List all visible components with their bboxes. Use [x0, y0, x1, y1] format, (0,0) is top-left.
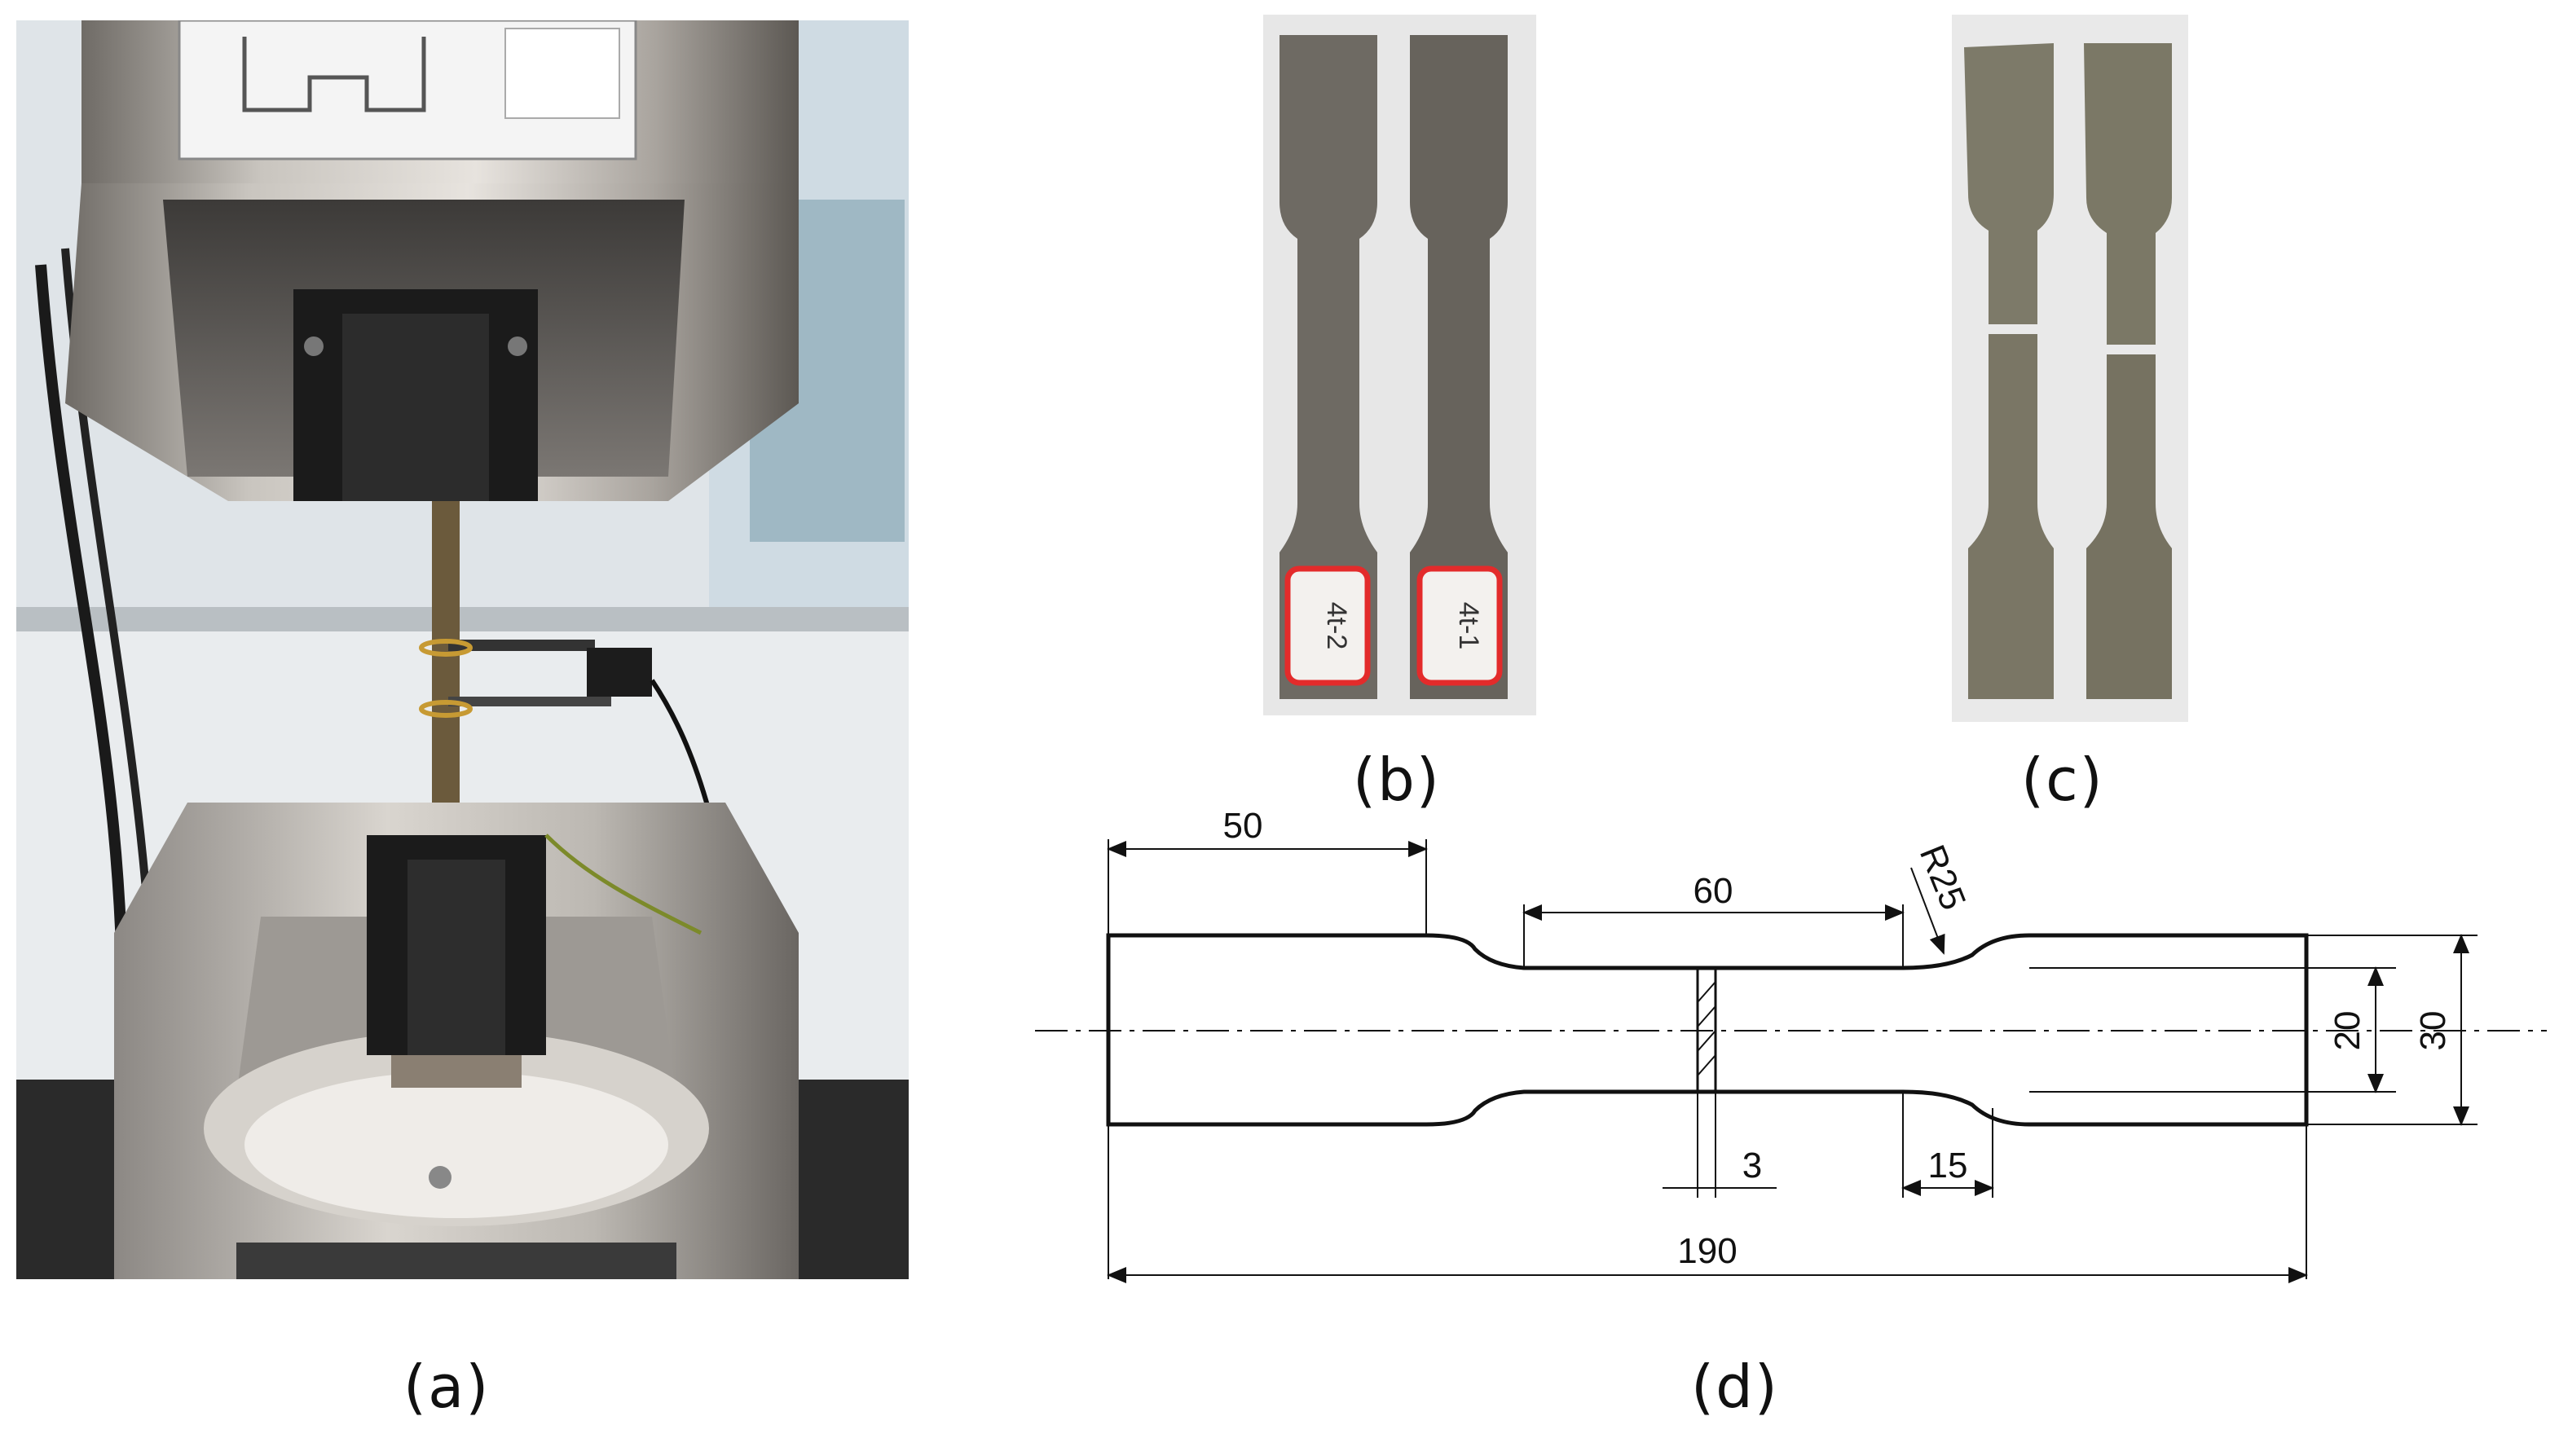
panel-d-caption: (d) [1691, 1353, 1779, 1421]
panel-c-photo [1952, 15, 2188, 722]
specimens-before-test: 4t-2 4t-1 [1263, 15, 1536, 715]
dim-gauge-width: 20 [2328, 1011, 2367, 1051]
panel-c-caption: (c) [2021, 746, 2104, 814]
dim-total-width: 30 [2413, 1011, 2453, 1051]
dim-total-length: 190 [1677, 1231, 1737, 1271]
specimen-dimension-drawing: 50 60 R25 190 3 15 20 30 [1035, 806, 2547, 1283]
specimens-after-test [1952, 15, 2188, 722]
specimen-label-right: 4t-1 [1453, 602, 1484, 650]
panel-a-photo [16, 19, 909, 1279]
dim-grip-length: 50 [1223, 807, 1263, 846]
dim-fillet-radius: R25 [1912, 839, 1974, 915]
panel-b-photo: 4t-2 4t-1 [1263, 15, 1536, 715]
dim-transition: 15 [1928, 1146, 1968, 1185]
cross-section [1696, 966, 1717, 1093]
dim-gauge-length: 60 [1694, 871, 1733, 911]
dim-section-thickness: 3 [1742, 1146, 1762, 1185]
leader-r25 [1910, 867, 1945, 955]
tensile-testing-machine-illustration [16, 19, 909, 1279]
specimen-label-left: 4t-2 [1321, 602, 1352, 650]
panel-d-drawing: 50 60 R25 190 3 15 20 30 [1019, 806, 2551, 1312]
panel-b-caption: (b) [1353, 746, 1441, 814]
panel-a-caption: (a) [403, 1353, 491, 1421]
